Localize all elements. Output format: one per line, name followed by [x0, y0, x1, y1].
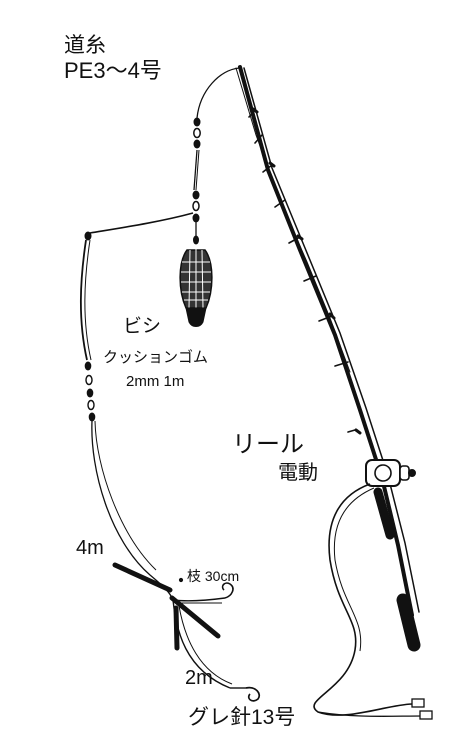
main-line-spec-label: PE3～4号 [64, 58, 162, 83]
power-clip-red [411, 698, 425, 708]
reel-knob [408, 469, 416, 477]
hook-label: グレ針13号 [188, 706, 296, 729]
rod-butt [396, 593, 421, 652]
branch-line-label: 枝 30cm [187, 568, 240, 584]
tip-leader [172, 599, 261, 702]
sinker-assembly [179, 117, 213, 327]
cushion-rubber [79, 239, 96, 422]
main-hook [245, 686, 261, 702]
rod-tip-guide-line [235, 67, 351, 373]
cushion-rubber-label: クッションゴム [103, 349, 209, 366]
sinker-label: ビシ [123, 316, 162, 337]
rod-blank-outline [243, 67, 420, 613]
reel-power-cord [313, 483, 433, 720]
branch-line [172, 577, 234, 604]
reel-label: リール [232, 431, 304, 458]
rod-foregrip [373, 487, 395, 540]
reel-handle [399, 465, 410, 481]
branch-hook [221, 582, 234, 599]
cushion-rubber-spec-label: 2mm 1m [126, 373, 185, 390]
fishing-rod [235, 65, 421, 652]
leader-length-marks [112, 562, 221, 651]
sinker-mesh [181, 248, 211, 309]
reel-body [365, 459, 401, 487]
rod-wraps [251, 107, 362, 435]
power-clip-black [419, 710, 433, 720]
tenbin-arm [84, 212, 194, 241]
sinker-weight [185, 307, 207, 327]
main-line [193, 67, 240, 191]
main-line-name-label: 道糸 [64, 34, 106, 57]
tip-leader-length-label: 2m [185, 667, 213, 689]
reel-spool [374, 464, 392, 482]
leader-length-label: 4m [76, 537, 104, 559]
electric-reel [365, 459, 416, 487]
reel-type-label: 電動 [278, 462, 318, 484]
rod-blank [238, 65, 414, 617]
